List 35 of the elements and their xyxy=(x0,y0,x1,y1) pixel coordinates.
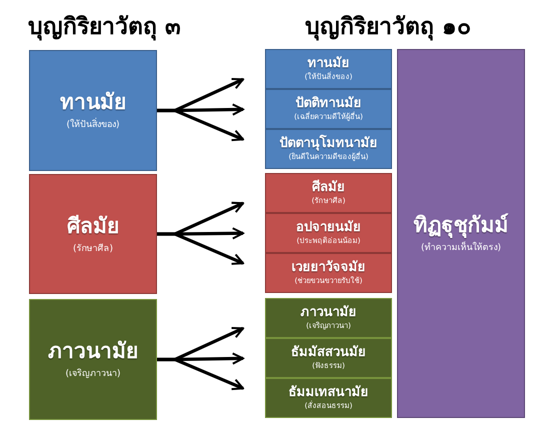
column-heading: บุญกิริยาวัตถุ ๑๐ xyxy=(305,13,472,42)
process-box xyxy=(265,49,392,89)
box-subtitle: (ทำความเห็นให้ตรง) xyxy=(420,243,502,254)
box-subtitle: (ให้ปันสิ่งของ) xyxy=(66,120,120,131)
process-box xyxy=(265,213,392,253)
box-title: ทานมัย xyxy=(60,90,126,114)
arrow xyxy=(157,232,244,265)
process-box xyxy=(29,299,157,420)
box-title: ทิฏฐุชุกัมม์ xyxy=(414,213,508,238)
arrow xyxy=(157,358,244,390)
process-box xyxy=(265,338,392,378)
box-title: ปัตตานุโมทนามัย xyxy=(280,136,378,151)
process-box xyxy=(29,174,157,294)
box-title: ภาวนามัย xyxy=(48,339,138,364)
box-title: ธัมมัสสวนมัย xyxy=(291,346,366,360)
box-title: ธัมมเทสนามัย xyxy=(288,386,368,400)
process-box xyxy=(265,173,392,213)
process-box xyxy=(265,89,392,129)
arrow xyxy=(157,108,244,142)
box-title: ภาวนามัย xyxy=(300,306,356,320)
process-box xyxy=(265,298,392,338)
box-title: ศีลมัย xyxy=(312,180,345,196)
box-title: ทานมัย xyxy=(308,56,350,72)
box-title: ศีลมัย xyxy=(67,214,119,238)
box-title: อปจายนมัย xyxy=(296,220,361,236)
box-title: ปัตติทานมัย xyxy=(296,96,362,112)
box-title: เวยยาวัจจมัย xyxy=(292,260,366,276)
box-subtitle: (รักษาศีล) xyxy=(72,244,114,254)
box-subtitle: (เจริญภาวนา) xyxy=(65,369,121,380)
process-box xyxy=(265,253,392,293)
process-box xyxy=(265,129,392,169)
process-box xyxy=(397,49,525,418)
process-box xyxy=(265,378,392,418)
column-heading: บุญกิริยาวัตถุ ๓ xyxy=(28,13,182,42)
process-box xyxy=(29,50,157,171)
